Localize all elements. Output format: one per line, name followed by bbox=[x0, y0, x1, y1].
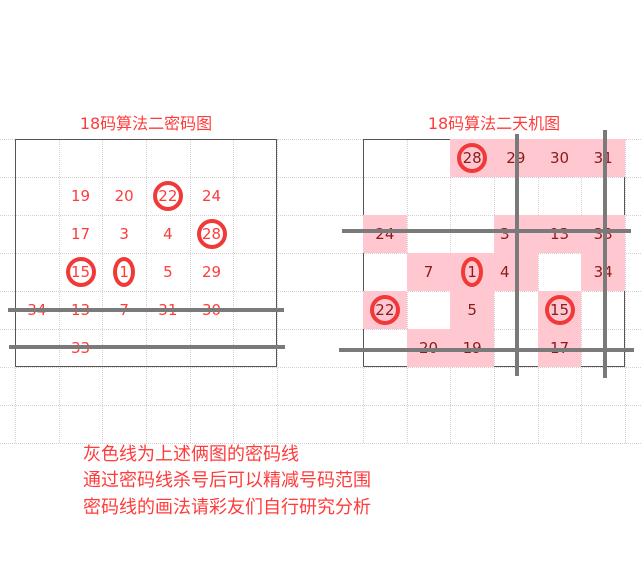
number: 1 bbox=[467, 263, 477, 281]
grid-line bbox=[0, 443, 641, 444]
number: 3 bbox=[119, 225, 129, 243]
right-chart-title: 18码算法二天机图 bbox=[427, 114, 561, 133]
number-cell: 1 bbox=[102, 253, 146, 291]
number-cell: 20 bbox=[102, 177, 146, 215]
number-cell: 7 bbox=[406, 253, 451, 291]
number-cell: 5 bbox=[146, 253, 190, 291]
number: 19 bbox=[70, 187, 91, 205]
number: 15 bbox=[70, 263, 91, 281]
grid-line bbox=[0, 253, 641, 254]
number: 28 bbox=[462, 149, 482, 167]
number-cell: 15 bbox=[537, 291, 582, 329]
number-cell: 24 bbox=[190, 177, 234, 215]
circle-mark bbox=[457, 143, 488, 173]
password-line bbox=[515, 134, 519, 376]
number: 5 bbox=[163, 263, 173, 281]
number-cell: 28 bbox=[450, 139, 495, 177]
number-cell: 22 bbox=[146, 177, 190, 215]
number-cell: 15 bbox=[59, 253, 103, 291]
number-cell: 1 bbox=[450, 253, 495, 291]
note-line: 灰色线为上述俩图的密码线 bbox=[83, 444, 299, 465]
grid-line bbox=[406, 139, 408, 443]
circle-mark bbox=[461, 257, 484, 287]
password-line bbox=[603, 130, 607, 378]
grid-line bbox=[146, 139, 147, 443]
number-cell: 17 bbox=[59, 215, 103, 253]
number-cell: 24 bbox=[363, 215, 407, 253]
circle-mark bbox=[196, 219, 227, 249]
password-line bbox=[342, 229, 631, 233]
grid-line bbox=[0, 329, 641, 330]
circle-mark bbox=[65, 257, 96, 287]
number: 29 bbox=[201, 263, 222, 281]
grid-line bbox=[102, 139, 104, 443]
tianji-chart-grid: 2829303124313337143422515201917 bbox=[363, 139, 626, 367]
note-line: 密码线的画法请彩友们自行研究分析 bbox=[83, 497, 371, 518]
grid-line bbox=[0, 177, 641, 178]
grid-line bbox=[233, 139, 235, 443]
number: 22 bbox=[158, 187, 178, 205]
grid-line bbox=[0, 291, 641, 292]
number: 4 bbox=[163, 225, 173, 243]
number: 1 bbox=[119, 263, 129, 281]
number-cell: 5 bbox=[450, 291, 495, 329]
password-line bbox=[8, 308, 284, 312]
grid-line bbox=[189, 139, 191, 443]
grid-line bbox=[0, 367, 641, 368]
grid-line bbox=[0, 139, 641, 140]
number-cell: 19 bbox=[59, 177, 103, 215]
number: 24 bbox=[201, 187, 222, 205]
grid-line bbox=[0, 405, 641, 406]
password-chart-grid: 1920222417342815152934137313033 bbox=[15, 139, 277, 367]
note-line: 通过密码线杀号后可以精减号码范围 bbox=[83, 470, 371, 491]
grid-line bbox=[58, 139, 60, 443]
password-line bbox=[339, 348, 634, 352]
number: 4 bbox=[500, 263, 510, 281]
grid-line bbox=[494, 139, 495, 443]
circle-mark bbox=[152, 181, 183, 211]
grid-line bbox=[581, 139, 583, 443]
number: 28 bbox=[201, 225, 222, 243]
circle-mark bbox=[113, 257, 136, 287]
number-cell: 13 bbox=[537, 215, 582, 253]
number: 24 bbox=[375, 225, 395, 243]
number-cell: 4 bbox=[146, 215, 190, 253]
number-cell: 28 bbox=[190, 215, 234, 253]
number: 13 bbox=[549, 225, 570, 243]
password-line bbox=[9, 345, 285, 349]
number: 30 bbox=[549, 149, 570, 167]
number: 22 bbox=[375, 301, 395, 319]
number: 3 bbox=[500, 225, 510, 243]
number-cell: 22 bbox=[363, 291, 407, 329]
number-cell: 29 bbox=[190, 253, 234, 291]
number-cell: 30 bbox=[537, 139, 582, 177]
number: 17 bbox=[70, 225, 91, 243]
grid-line bbox=[0, 215, 641, 216]
grid-line bbox=[625, 139, 626, 443]
circle-mark bbox=[544, 295, 575, 325]
number: 15 bbox=[549, 301, 570, 319]
number: 5 bbox=[467, 301, 477, 319]
number: 7 bbox=[423, 263, 434, 281]
circle-mark bbox=[369, 295, 400, 325]
grid-line bbox=[277, 139, 278, 443]
left-chart-title: 18码算法二密码图 bbox=[79, 114, 213, 133]
number-cell: 3 bbox=[102, 215, 146, 253]
number: 20 bbox=[114, 187, 134, 205]
